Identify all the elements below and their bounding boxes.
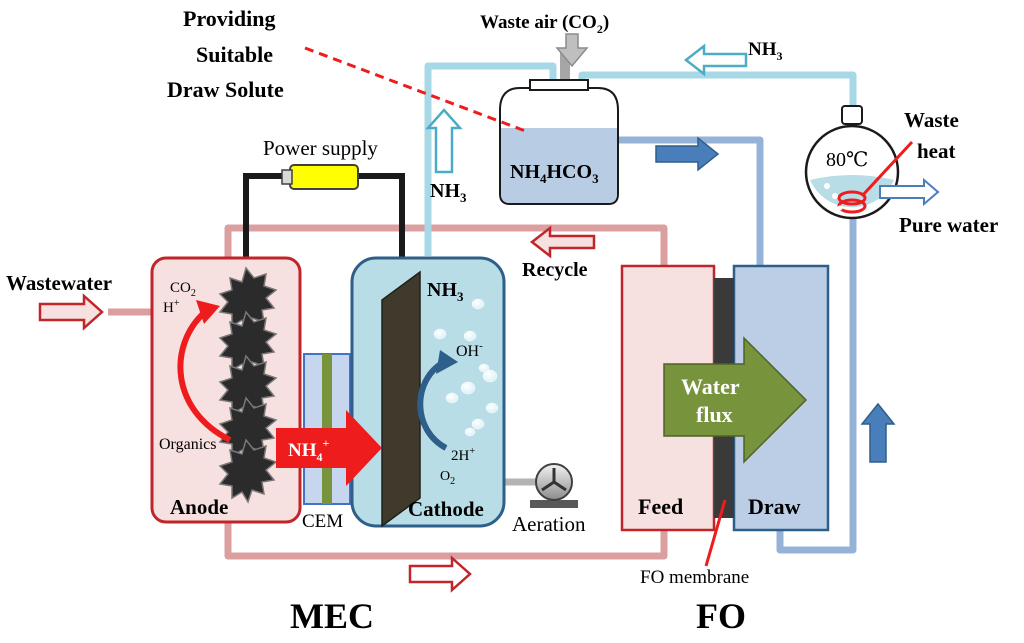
water-flux-arrow (663, 336, 808, 464)
pure-water-arrow (879, 177, 940, 207)
fo-unit: Water flux Feed Draw FO membrane (620, 264, 830, 588)
pump-base (530, 500, 578, 508)
flask-bubbles (824, 183, 843, 211)
temperature-label: 80℃ (826, 149, 868, 171)
fan-blade-icon (541, 468, 567, 492)
providing-label-line2: Suitable (196, 42, 273, 67)
nh4-plus-label: NH4+ (288, 436, 330, 464)
tank-liquid (501, 128, 617, 203)
recycle-arrow (529, 225, 596, 259)
co2-anode-label: CO2 (170, 280, 196, 299)
nh3-left-arrow (683, 43, 748, 77)
waste-heat-label-line2: heat (917, 139, 956, 163)
cathode-label: Cathode (408, 497, 484, 521)
fo-membrane-label: FO membrane (640, 567, 749, 588)
nh3-top-label: NH3 (748, 39, 783, 63)
oxidation-curve-arrow (177, 309, 232, 443)
providing-dashed-pointer (304, 46, 529, 134)
recycle-pipe-top (224, 224, 668, 266)
aeration-label: Aeration (512, 512, 586, 536)
power-supply-label: Power supply (263, 136, 378, 160)
heating-flask: 80℃ (804, 105, 914, 220)
flask-neck (841, 105, 863, 125)
anode-label: Anode (170, 495, 228, 519)
nh3-return-pipe (578, 71, 857, 112)
nh3-left-label: NH3 (430, 180, 467, 205)
fo-title: FO (696, 596, 746, 636)
battery-terminal (281, 169, 293, 185)
reduction-curve-arrow (417, 359, 448, 451)
anode-chamber: CO2 H+ Organics Anode (150, 256, 302, 524)
wastewater-inlet-arrow (38, 293, 104, 331)
nh4hco3-label: NH4HCO3 (510, 161, 599, 186)
reduction-arrowhead (436, 350, 458, 374)
cathode-chamber: NH3 OH- 2H+ O2 Cathode (350, 256, 506, 528)
pure-water-label: Pure water (899, 213, 998, 237)
oh-minus-label: OH- (456, 340, 483, 360)
recycle-label: Recycle (522, 259, 588, 281)
two-h-plus-label: 2H+ (451, 446, 475, 464)
feed-pipe-bottom (224, 522, 668, 560)
nh3-cathode-label: NH3 (427, 279, 464, 304)
fo-membrane-pointer (704, 499, 727, 567)
cathode-electrode-plate (381, 270, 421, 528)
draw-solute-right-arrow (655, 136, 720, 172)
tank-lid (529, 79, 589, 91)
water-flux-label-line2: flux (696, 402, 733, 427)
cem-label: CEM (302, 511, 343, 532)
providing-label-line3: Draw Solute (167, 77, 284, 102)
anode-electrode-brush (218, 266, 278, 504)
water-flux-label-line1: Water (681, 374, 740, 399)
power-supply-battery (289, 164, 359, 190)
feed-label: Feed (638, 494, 683, 519)
gas-bubbles (433, 298, 499, 437)
nh4-transport-arrow: NH4+ (276, 410, 382, 486)
nh3-up-arrow (425, 108, 463, 174)
providing-label-line1: Providing (183, 6, 276, 31)
draw-label: Draw (748, 494, 801, 519)
nh4hco3-tank: NH4HCO3 (499, 79, 619, 205)
organics-label: Organics (159, 436, 216, 453)
feed-direction-arrow (408, 555, 472, 593)
o2-label: O2 (440, 469, 455, 487)
draw-return-up-arrow (860, 402, 896, 463)
waste-air-label: Waste air (CO2) (480, 12, 609, 36)
h-plus-anode-label: H+ (163, 298, 180, 316)
waste-heat-label-line1: Waste (904, 108, 959, 132)
aeration-pump: Aeration (512, 463, 586, 536)
oxidation-arrowhead (196, 300, 220, 324)
wastewater-label: Wastewater (6, 271, 112, 295)
waste-air-down-arrow (555, 33, 589, 68)
draw-solute-pipe (612, 136, 764, 266)
heating-coil-icon (837, 190, 867, 206)
draw-out-pipe (776, 205, 857, 554)
waste-heat-pointer (860, 140, 914, 198)
mec-title: MEC (290, 596, 374, 636)
